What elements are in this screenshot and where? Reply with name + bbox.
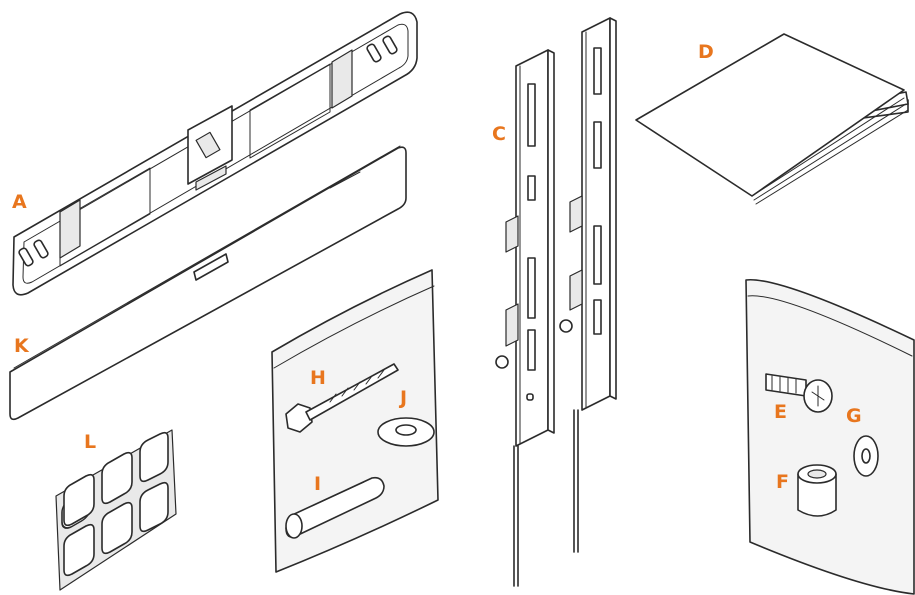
- label-h: H: [310, 367, 326, 389]
- label-g: G: [846, 405, 862, 427]
- label-a: A: [12, 191, 27, 213]
- label-l: L: [84, 431, 96, 453]
- label-i: I: [314, 473, 321, 495]
- part-h-wood-screw: [285, 363, 399, 433]
- label-c: C: [492, 123, 506, 145]
- part-d-manual: [635, 33, 909, 205]
- part-g-washer: [853, 435, 879, 477]
- hardware-bag-tv: [745, 278, 915, 595]
- label-k: K: [14, 335, 30, 357]
- part-c-arm-left: [495, 49, 555, 587]
- part-f-spacer: [797, 464, 837, 517]
- label-d: D: [698, 41, 714, 63]
- part-e-tv-bolt: [765, 373, 833, 413]
- part-k-cover: [9, 145, 407, 421]
- part-l-pad-sheet: [55, 429, 177, 591]
- part-i-wall-anchor: [285, 476, 385, 539]
- part-a-wall-plate: [12, 11, 418, 296]
- part-c-arm-right: [559, 17, 617, 553]
- label-f: F: [776, 471, 789, 493]
- label-j: J: [398, 387, 407, 409]
- hardware-bag-wall: [271, 269, 439, 573]
- label-e: E: [774, 401, 787, 423]
- part-j-washer: [377, 417, 435, 447]
